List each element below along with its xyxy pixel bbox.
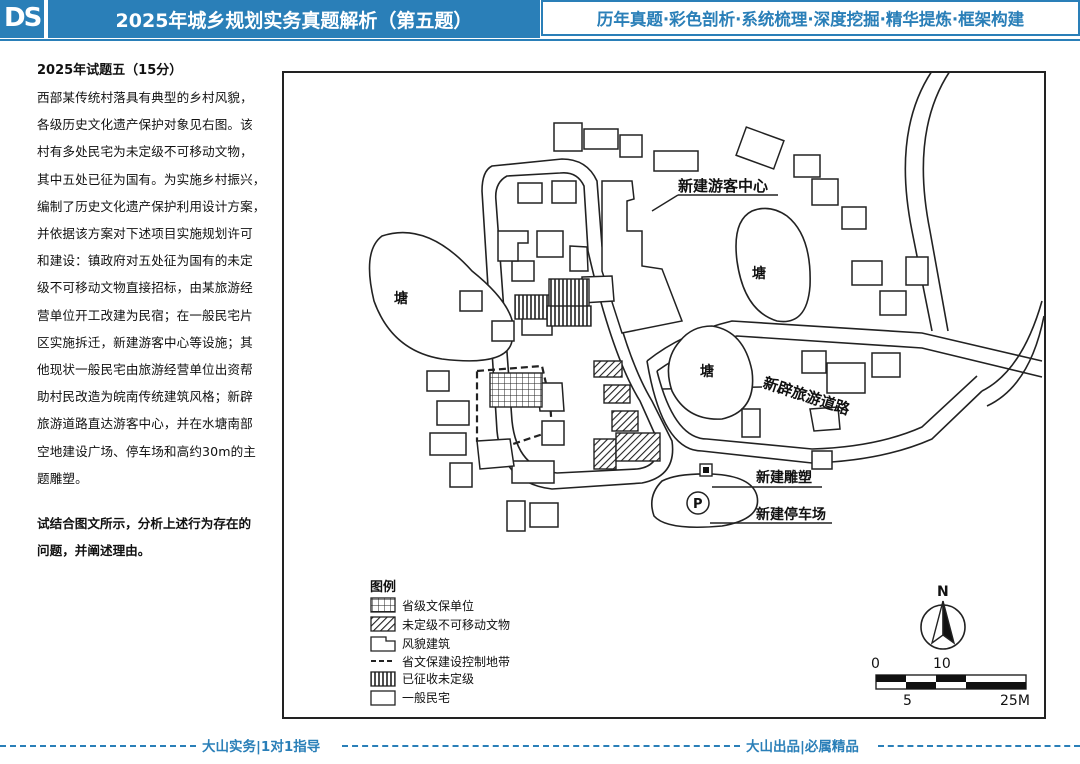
footer-left-text: 大山实务|1对1指导 [202, 739, 321, 755]
page-footer: 大山实务|1对1指导 大山出品|必属精品 [0, 733, 1080, 757]
question-line: 区实施拆迁，新建游客中心等设施；其 [37, 334, 253, 350]
pond-label-center: 塘 [700, 363, 714, 380]
general-houses [426, 122, 929, 532]
legend-item: 省文保建设控制地带 [402, 654, 510, 669]
legend-item: 已征收未定级 [402, 671, 474, 686]
parking-symbol: P [693, 497, 703, 512]
legend-item: 风貌建筑 [402, 636, 450, 651]
footer-right-text: 大山出品|必属精品 [746, 739, 859, 755]
question-line: 助村民改造为皖南传统建筑风格；新辟 [37, 389, 253, 405]
legend-item: 省级文保单位 [402, 598, 474, 613]
legend-swatch-general [370, 690, 396, 706]
legend-item: 未定级不可移动文物 [402, 617, 510, 632]
acquired-unclassified [514, 278, 592, 327]
ask-line: 试结合图文所示，分析上述行为存在的 [37, 516, 252, 531]
parking-icon [686, 491, 710, 515]
title-bar: 2025年城乡规划实务真题解析（第五题） [48, 0, 540, 38]
pond-northeast [735, 207, 811, 323]
header-rule [0, 39, 1080, 41]
question-line: 各级历史文化遗产保护对象见右图。该 [37, 117, 253, 133]
question-line: 并依据该方案对下述项目实施规划许可 [37, 226, 253, 242]
footer-dash-left [0, 745, 196, 747]
question-line: 营单位开工改建为民宿；在一般民宅片 [37, 307, 253, 323]
pond-center [667, 325, 754, 420]
legend-swatch-provincial [370, 597, 396, 613]
page-title: 2025年城乡规划实务真题解析（第五题） [115, 9, 473, 32]
question-line: 题雕塑。 [37, 470, 88, 486]
tagline: 历年真题·彩色剖析·系统梳理·深度挖掘·精华提炼·框架构建 [596, 10, 1025, 29]
scale-tick: 5 [903, 693, 912, 709]
unclassified-relics [593, 360, 661, 470]
provincial-protected-unit [489, 372, 543, 408]
sculpture-label: 新建雕塑 [756, 469, 812, 486]
question-line: 他现状一般民宅由旅游经营单位出资帮 [37, 362, 253, 378]
pond-label-northeast: 塘 [752, 265, 766, 282]
question-line: 和建设：镇政府对五处征为国有的未定 [37, 253, 253, 269]
question-title: 2025年试题五（15分） [37, 63, 183, 78]
north-arrow: N [920, 584, 966, 650]
sculpture-core [703, 467, 709, 473]
parking-label: 新建停车场 [756, 506, 826, 523]
question-line: 旅游道路直达游客中心，并在水塘南部 [37, 416, 253, 432]
legend-item: 一般民宅 [402, 690, 450, 705]
legend-swatch-heritage-style [370, 636, 396, 652]
scale-tick: 10 [933, 656, 951, 672]
question-line: 其中五处已征为国有。为实施乡村振兴， [37, 171, 266, 187]
question-line: 村有多处民宅为未定级不可移动文物， [37, 144, 253, 160]
heritage-style-buildings [476, 180, 841, 470]
ask-line: 问题，并阐述理由。 [37, 543, 151, 558]
visitor-center-leader [651, 194, 679, 212]
legend: 图例 省级文保单位 未定级不可移动文物 风貌建筑 省文保建设控制地带 已征收未定… [370, 579, 510, 706]
legend-swatch-unclassified [370, 616, 396, 632]
scale-bar: 0 10 5 25M [871, 656, 1030, 709]
page-header: DS 2025年城乡规划实务真题解析（第五题） 历年真题·彩色剖析·系统梳理·深… [0, 0, 1080, 42]
logo: DS [0, 0, 44, 38]
question-ask: 试结合图文所示，分析上述行为存在的 问题，并阐述理由。 [37, 510, 275, 564]
pond-west [368, 231, 515, 362]
scale-tick: 25M [1000, 693, 1030, 709]
scale-tick: 0 [871, 656, 880, 672]
tagline-bar: 历年真题·彩色剖析·系统梳理·深度挖掘·精华提炼·框架构建 [541, 0, 1080, 36]
north-label: N [937, 584, 949, 600]
question-line: 编制了历史文化遗产保护利用设计方案， [37, 198, 266, 214]
pond-label-west: 塘 [394, 290, 408, 307]
village-map: 新建游客中心 塘 塘 塘 新辟旅游道路 新建雕塑 P 新建停车场 图例 省级文保… [282, 71, 1046, 719]
logo-text: DS [4, 3, 42, 33]
question-body: 西部某传统村落具有典型的乡村风貌， 各级历史文化遗产保护对象见右图。该 村有多处… [37, 84, 275, 492]
footer-dash-right [878, 745, 1080, 747]
visitor-center-label: 新建游客中心 [678, 177, 768, 195]
footer-dash-middle [342, 745, 740, 747]
question-line: 空地建设广场、停车场和高约30m的主 [37, 443, 256, 459]
question-line: 西部某传统村落具有典型的乡村风貌， [37, 90, 253, 105]
legend-title: 图例 [370, 579, 396, 595]
question-line: 级不可移动文物直接招标，由某旅游经 [37, 280, 253, 296]
legend-swatch-acquired [370, 671, 396, 687]
